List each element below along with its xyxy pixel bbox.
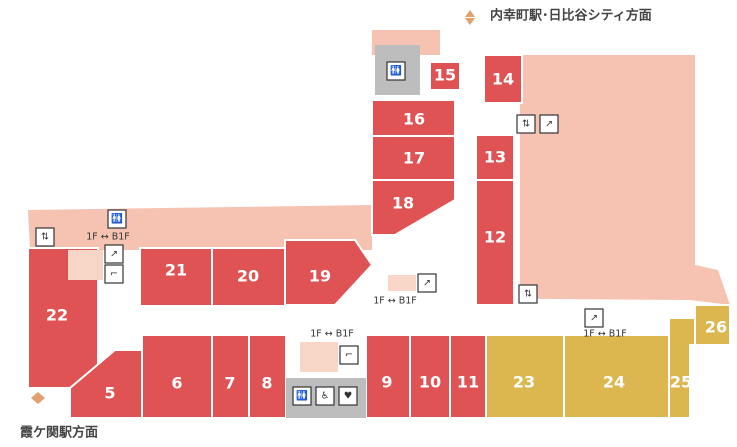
svg-text:🚻: 🚻 [111,213,123,225]
direction-north: 内幸町駅･日比谷シティ方面 [490,8,652,24]
escalator-icon[interactable]: ↗ [584,308,604,328]
unit-8[interactable] [248,334,287,419]
units [27,54,731,419]
label-unit-21: 21 [165,261,187,280]
label-unit-6: 6 [171,374,182,393]
direction-south: 霞ケ関駅方面 [20,425,98,441]
restroom-icon[interactable]: 🚻 [386,61,406,81]
svg-text:↗: ↗ [110,249,118,260]
escalator-area-left [68,250,103,280]
unit-23[interactable] [485,334,565,419]
unit-12[interactable] [475,179,515,306]
direction-arrow-icon [31,392,45,404]
escalator-area-center [388,275,416,291]
label-unit-23: 23 [513,373,535,392]
unit-26[interactable] [694,304,731,346]
label-unit-11: 11 [457,373,479,392]
svg-text:🚻: 🚻 [390,65,402,77]
escalator-icon[interactable]: ↗ [417,273,437,293]
label-unit-15: 15 [434,66,456,85]
unit-11[interactable] [449,334,487,419]
elevator-icon[interactable]: ⇅ [516,114,536,134]
label-unit-24: 24 [603,373,625,392]
unit-14[interactable] [483,54,523,104]
unit-21[interactable] [139,247,213,307]
unit-labels: 22 5 6 7 8 9 10 11 12 13 14 15 16 17 18 … [46,66,727,403]
label-unit-7: 7 [224,374,235,393]
elevator-icon[interactable]: ⇅ [35,227,55,247]
unit-25[interactable] [668,317,696,419]
svg-text:⌐: ⌐ [345,350,353,361]
label-unit-16: 16 [403,110,425,129]
zone-right [520,55,730,305]
svg-text:⇅: ⇅ [41,232,49,243]
svg-text:♥: ♥ [344,391,353,402]
unit-16[interactable] [371,99,456,137]
svg-text:↗: ↗ [590,313,598,324]
label-unit-26: 26 [705,318,727,337]
unit-7[interactable] [211,334,250,419]
unit-20[interactable] [211,247,286,307]
unit-9[interactable] [365,334,411,419]
label-unit-18: 18 [392,194,414,213]
unit-15[interactable] [429,61,461,91]
unit-13[interactable] [475,134,515,181]
label-unit-14: 14 [492,70,514,89]
unit-6[interactable] [141,334,213,419]
facilities: 🚻 🚻 ⇅ ⇅ ↗ ⇅ ↗ ⌐ ↗ ↗ [35,45,604,418]
svg-text:⇅: ⇅ [522,119,530,130]
unit-10[interactable] [409,334,451,419]
svg-text:⌐: ⌐ [110,269,118,280]
unit-17[interactable] [371,135,456,181]
label-unit-20: 20 [237,267,259,286]
baby-room-icon[interactable]: ♥ [338,386,358,406]
accessible-restroom-icon[interactable]: ♿ [315,386,335,406]
label-unit-5: 5 [104,384,115,403]
restroom-icon[interactable]: 🚻 [292,386,312,406]
floor-link-label: 1F ↔ B1F [86,232,130,243]
restroom-icon[interactable]: 🚻 [107,209,127,229]
label-unit-12: 12 [484,228,506,247]
escalator-area-bottom [300,342,338,372]
svg-text:♿: ♿ [321,391,330,402]
svg-text:↗: ↗ [423,278,431,289]
label-unit-19: 19 [309,267,331,286]
label-unit-25: 25 [670,373,692,392]
label-unit-10: 10 [419,373,441,392]
svg-text:🚻: 🚻 [296,390,308,402]
label-unit-8: 8 [261,374,272,393]
floor-link-label: 1F ↔ B1F [373,296,417,307]
stairs-icon[interactable]: ⌐ [339,345,359,365]
direction-arrow-icon [465,10,475,25]
unit-18[interactable] [371,179,456,236]
stairs-icon[interactable]: ⌐ [104,264,124,284]
elevator-icon[interactable]: ⇅ [518,284,538,304]
floor-link-label: 1F ↔ B1F [310,329,354,340]
svg-text:⇅: ⇅ [524,289,532,300]
label-unit-22: 22 [46,306,68,325]
escalator-icon[interactable]: ↗ [104,244,124,264]
svg-text:↗: ↗ [545,119,553,130]
floor-link-label: 1F ↔ B1F [583,329,627,340]
label-unit-17: 17 [403,149,425,168]
label-unit-13: 13 [484,148,506,167]
escalator-icon[interactable]: ↗ [539,114,559,134]
label-unit-9: 9 [381,373,392,392]
